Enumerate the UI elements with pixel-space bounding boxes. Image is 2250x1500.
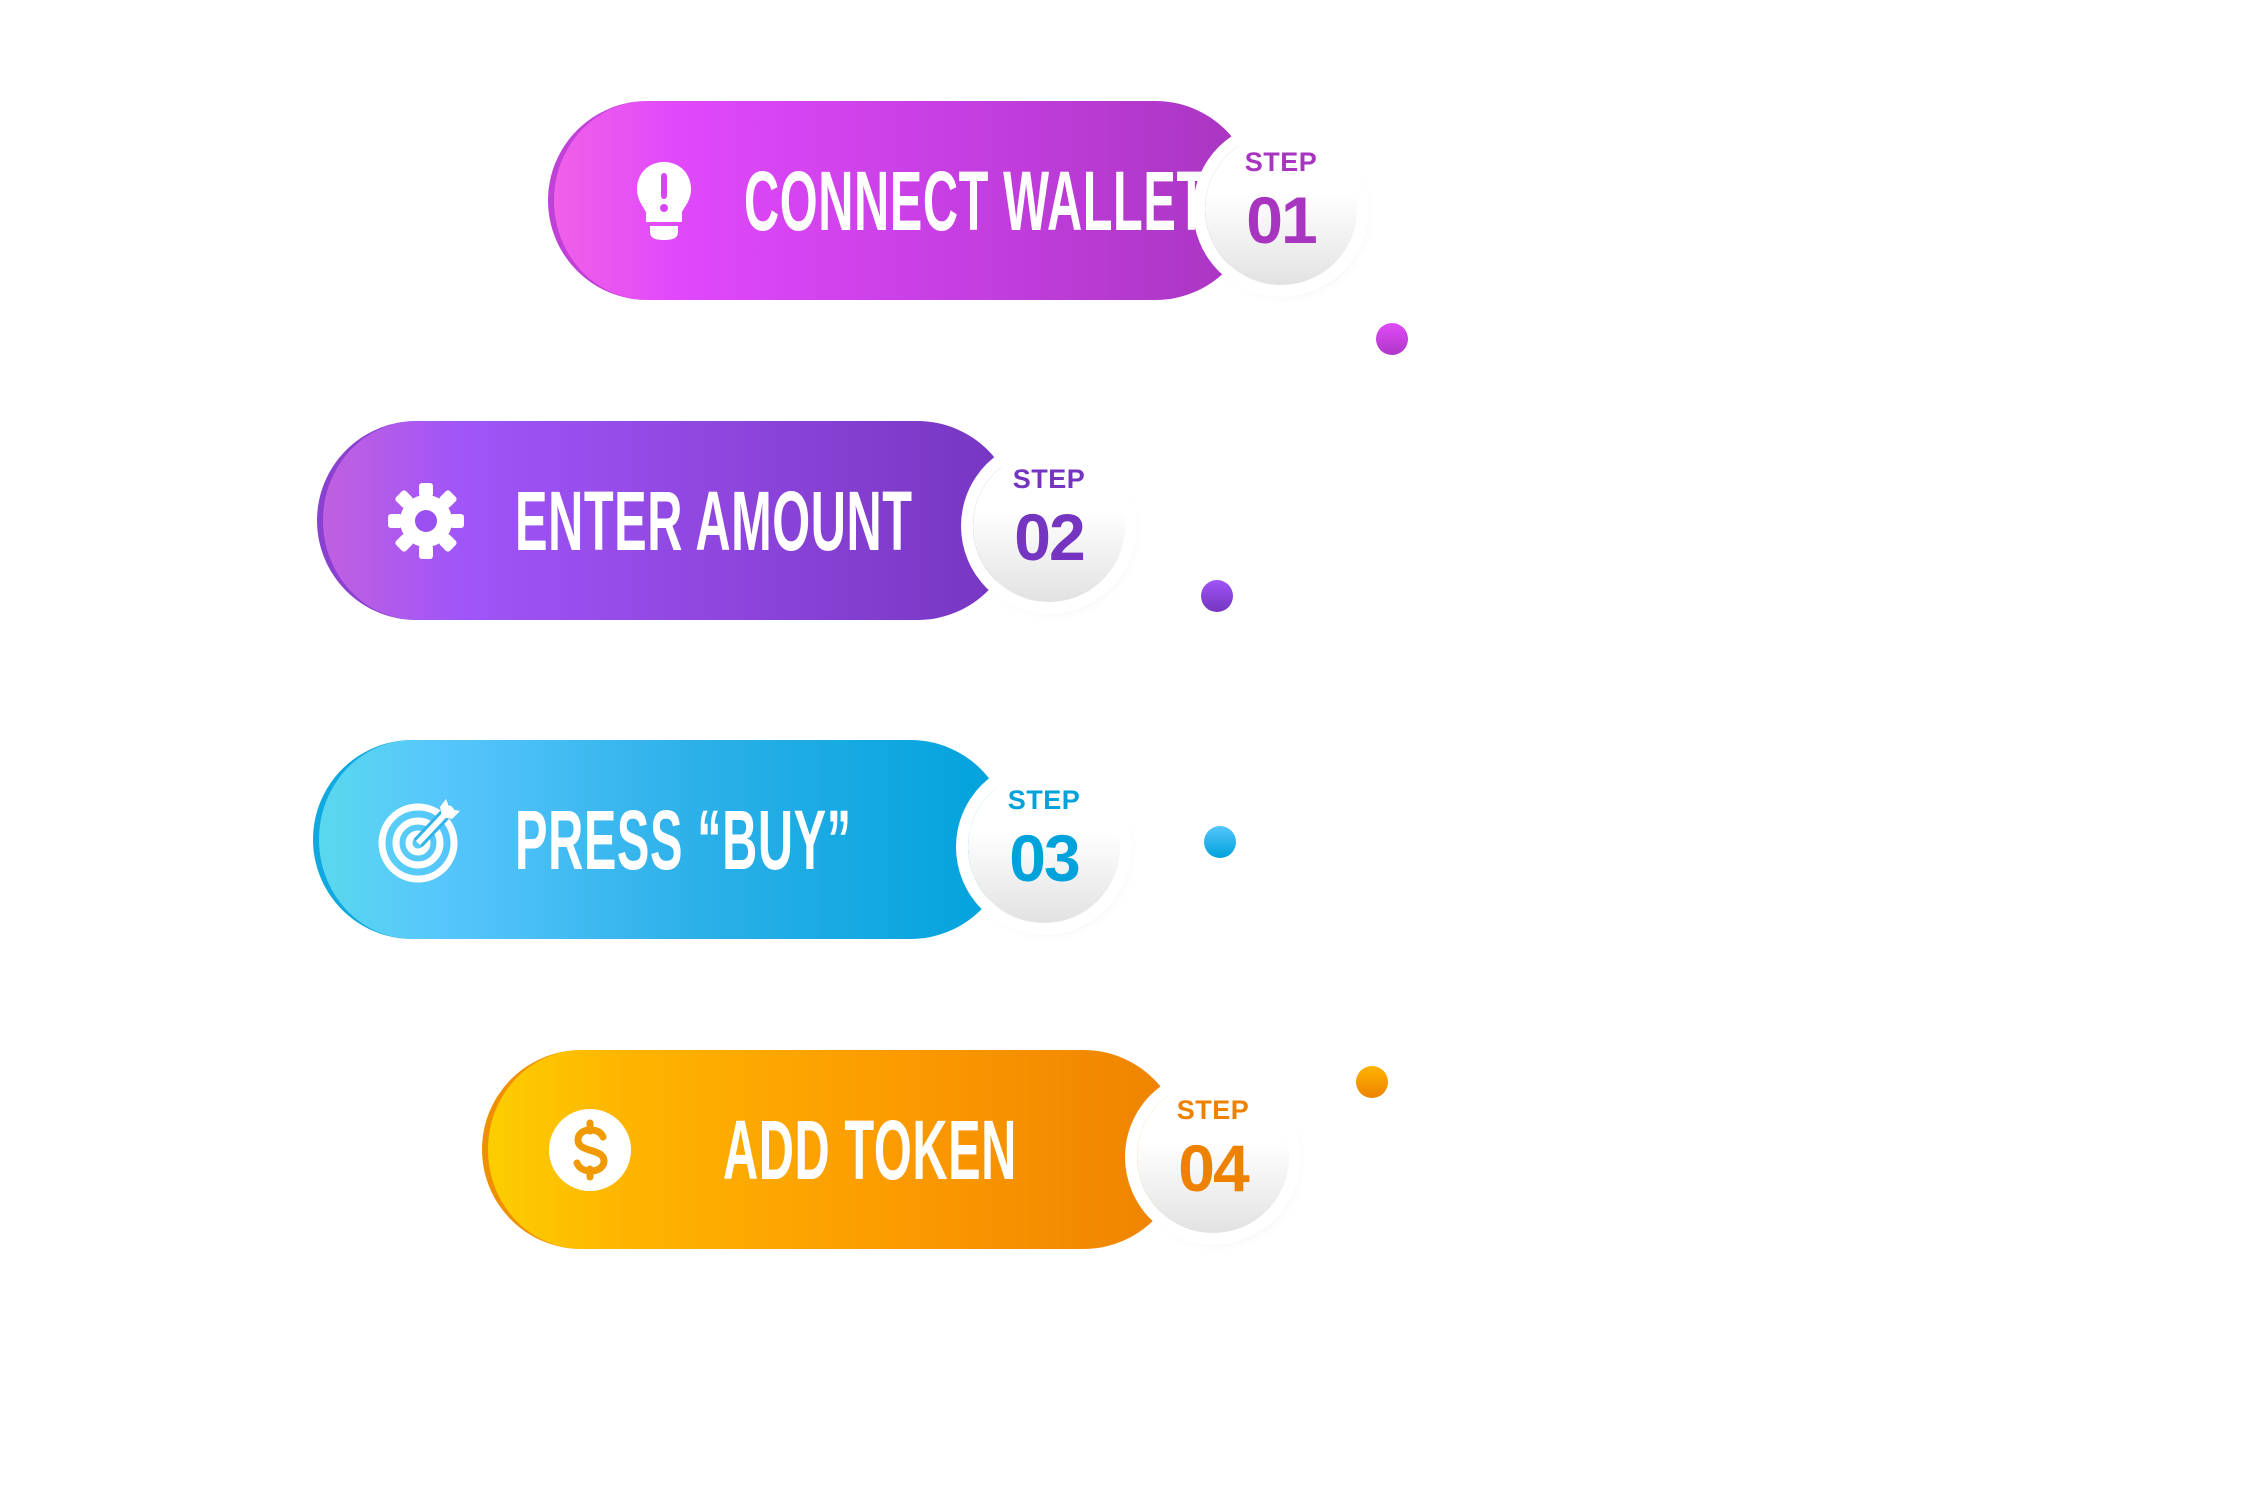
step-4-pill: ADD TOKEN — [482, 1050, 1183, 1249]
gear-icon — [388, 482, 464, 559]
step-4-label: ADD TOKEN — [723, 1102, 1017, 1197]
step-2-dot — [1201, 580, 1233, 612]
step-3-pill: PRESS “BUY” — [313, 740, 1010, 939]
step-1-dot — [1376, 323, 1408, 355]
step-2-badge: STEP 02 — [973, 450, 1125, 602]
step-4-dot — [1356, 1066, 1388, 1098]
step-3-step-label: STEP — [1007, 785, 1081, 815]
dollar-coin-icon — [549, 1108, 631, 1191]
step-4-badge: STEP 04 — [1137, 1081, 1289, 1233]
step-1-label: CONNECT WALLET — [744, 153, 1207, 248]
step-3-number: 03 — [1009, 821, 1080, 895]
step-3-label: PRESS “BUY” — [515, 792, 852, 887]
target-arrow-icon — [378, 798, 460, 882]
step-3-dot — [1204, 826, 1236, 858]
step-1-step-label: STEP — [1244, 147, 1318, 177]
step-3-badge: STEP 03 — [968, 771, 1120, 923]
step-4-number: 04 — [1178, 1131, 1249, 1205]
step-4-step-label: STEP — [1176, 1095, 1250, 1125]
step-1-badge: STEP 01 — [1205, 133, 1357, 285]
step-1-pill: CONNECT WALLET — [548, 101, 1255, 300]
step-2-pill: ENTER AMOUNT — [317, 421, 1017, 620]
lightbulb-exclamation-icon — [637, 161, 691, 240]
step-2-label: ENTER AMOUNT — [515, 473, 913, 568]
step-2-number: 02 — [1014, 500, 1085, 574]
step-1-number: 01 — [1246, 183, 1317, 257]
step-2-step-label: STEP — [1012, 464, 1086, 494]
